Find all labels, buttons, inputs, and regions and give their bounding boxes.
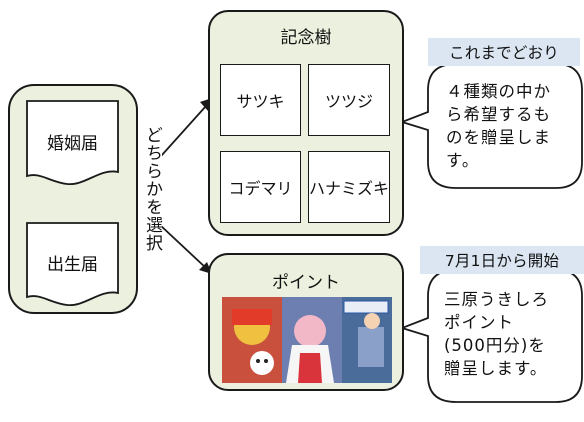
memorial-tree-description: ４種類の中か ら希望するも のを贈呈しま す。 bbox=[446, 82, 551, 170]
point-panel: ポイント bbox=[208, 253, 404, 391]
document-label-2: 出生届 bbox=[47, 255, 98, 275]
document-shape-1 bbox=[26, 100, 119, 185]
memorial-tree-title: 記念樹 bbox=[280, 28, 332, 48]
status-badge-existing: これまでどおり bbox=[428, 38, 580, 66]
status-badge-start-date: 7月1日から開始 bbox=[420, 246, 584, 274]
point-description: 三原うきしろ ポイント (500円分)を 贈呈します。 bbox=[444, 290, 549, 378]
item-hanamizuki: ハナミズキ bbox=[308, 151, 390, 223]
item-tsutsuji: ツツジ bbox=[308, 64, 390, 136]
document-label-1: 婚姻届 bbox=[47, 134, 98, 154]
speech-bubble-1 bbox=[399, 63, 583, 189]
point-title: ポイント bbox=[272, 273, 340, 293]
point-poster-image bbox=[222, 297, 392, 383]
item-kodemari: コデマリ bbox=[220, 151, 301, 223]
item-satsuki: サツキ bbox=[220, 64, 301, 136]
document-shape-2 bbox=[26, 222, 119, 306]
choice-label: どちらかを選択 bbox=[142, 126, 162, 266]
speech-bubble-2 bbox=[399, 269, 583, 403]
memorial-tree-panel: 記念樹 サツキ ツツジ コデマリ ハナミズキ bbox=[208, 10, 404, 236]
